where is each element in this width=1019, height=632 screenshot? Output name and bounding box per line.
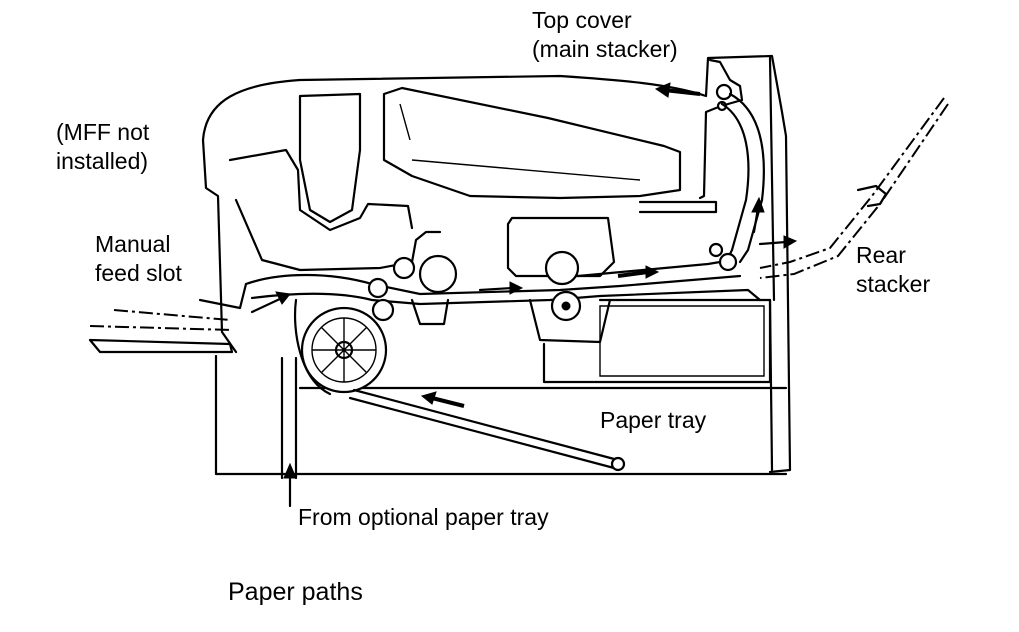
transfer-roller-small: [392, 256, 416, 280]
label-mff: (MFF not installed): [56, 118, 149, 176]
laser-scanner-detail: [399, 103, 641, 181]
top-roller: [715, 83, 733, 101]
scanner-base: [638, 200, 718, 214]
rear-stacker-outline: [759, 97, 945, 269]
manual-feed-tray-outline: [89, 309, 233, 331]
arrow-manual-feed: [250, 291, 291, 314]
fuser-lower-block: [528, 298, 612, 344]
pickup-guide: [293, 298, 332, 396]
label-rear-line2: stacker: [856, 271, 931, 297]
arrow-optional-tray: [283, 462, 297, 508]
registration-roller-lower: [371, 298, 395, 322]
rear-stacker-outline-2: [759, 103, 949, 279]
housing-base: [214, 354, 788, 476]
figure-caption: Paper paths: [228, 578, 363, 606]
top-cover-hinge: [768, 56, 776, 302]
cartridge-inner-left: [228, 148, 414, 232]
rear-roller-b: [718, 252, 738, 272]
arrow-rear-exit-up: [751, 196, 765, 234]
drive-bracket: [410, 298, 450, 326]
arrow-paper-tray: [420, 391, 465, 408]
power-supply-box: [542, 298, 772, 384]
paper-tray-plate: [352, 388, 620, 462]
arrow-fuser-exit: [617, 265, 660, 279]
paper-path-main-upper: [244, 273, 742, 296]
power-supply-detail: [599, 305, 765, 377]
fuser-to-rear-upper: [576, 260, 722, 278]
laser-scanner-unit: [382, 86, 682, 200]
label-manual-line1: Manual: [95, 231, 171, 257]
label-manual-line2: feed slot: [95, 260, 182, 286]
label-mff-line2: installed): [56, 148, 149, 174]
label-manual-feed-slot: Manual feed slot: [95, 230, 182, 288]
paper-tray-plate-2: [348, 396, 616, 470]
toner-cartridge: [298, 92, 362, 224]
label-top-cover: Top cover (main stacker): [532, 6, 678, 64]
housing-front-upper: [201, 138, 238, 354]
manual-feed-tray: [88, 338, 234, 354]
label-rear-stacker: Rear stacker: [856, 241, 930, 299]
label-mff-line1: (MFF not: [56, 119, 150, 145]
exit-path-inner: [720, 102, 750, 264]
heat-roller: [544, 250, 580, 286]
arrow-top-cover: [654, 82, 701, 98]
arrow-rear-stacker: [758, 235, 798, 249]
fuser-unit: [506, 216, 616, 278]
rear-stacker-tray: [856, 184, 888, 208]
photoconductor-drum: [418, 254, 458, 294]
rear-roller-a: [708, 242, 724, 258]
pressure-roller-hub: [561, 301, 571, 311]
label-top-cover-line1: Top cover: [532, 7, 632, 33]
label-top-cover-line2: (main stacker): [532, 36, 678, 62]
housing-top-outline: [201, 54, 792, 474]
manual-feed-slot-guide: [198, 282, 248, 310]
label-optional-paper-tray: From optional paper tray: [298, 504, 549, 530]
top-cover: [698, 58, 744, 200]
paper-tray-pivot: [610, 456, 626, 472]
label-paper-tray: Paper tray: [600, 407, 707, 433]
exit-path-outer: [728, 92, 765, 264]
registration-roller-upper: [367, 277, 389, 299]
label-rear-line1: Rear: [856, 242, 906, 268]
pickup-roller-spokes: [312, 318, 376, 382]
arrow-main-path: [478, 281, 524, 295]
